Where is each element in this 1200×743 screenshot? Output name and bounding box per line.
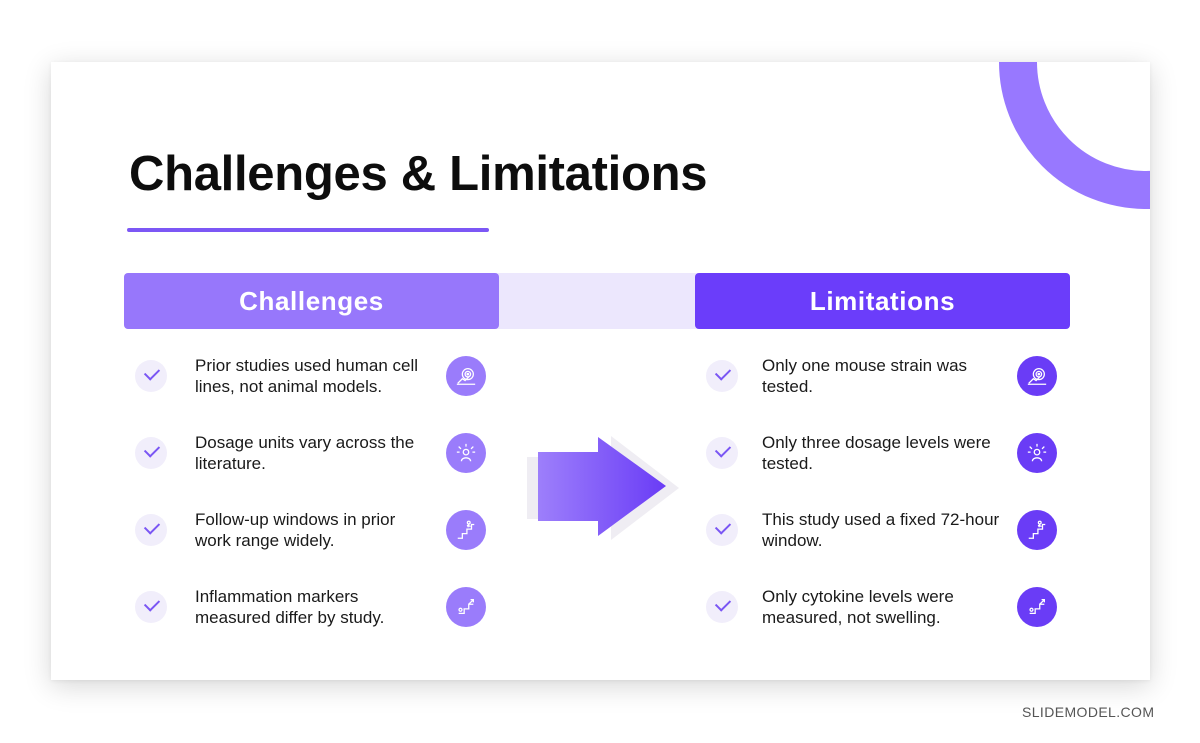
challenge-text: Prior studies used human cell lines, not… [195, 356, 419, 396]
slide: Challenges & Limitations Challenges Limi… [51, 62, 1150, 680]
check-icon [135, 591, 167, 623]
check-icon [706, 514, 738, 546]
decorative-ring [999, 62, 1150, 209]
challenge-text: Dosage units vary across the literature. [195, 433, 415, 473]
growth-steps-icon [1017, 587, 1057, 627]
check-icon [706, 591, 738, 623]
target-chart-icon [446, 356, 486, 396]
title-underline [127, 228, 489, 232]
challenges-header: Challenges [124, 273, 499, 329]
slide-title: Challenges & Limitations [129, 147, 708, 201]
person-ideas-icon [1017, 433, 1057, 473]
stairs-climb-icon [1017, 510, 1057, 550]
check-icon [706, 437, 738, 469]
check-icon [135, 514, 167, 546]
person-ideas-icon [446, 433, 486, 473]
stairs-climb-icon [446, 510, 486, 550]
header-connector [495, 273, 701, 329]
check-icon [706, 360, 738, 392]
limitations-header: Limitations [695, 273, 1070, 329]
limitation-text: This study used a fixed 72-hour window. [762, 510, 1000, 550]
limitation-text: Only three dosage levels were tested. [762, 433, 991, 473]
right-arrow-icon [527, 436, 679, 540]
challenge-text: Inflammation markers measured differ by … [195, 587, 385, 627]
limitation-text: Only one mouse strain was tested. [762, 356, 968, 396]
growth-steps-icon [446, 587, 486, 627]
limitation-text: Only cytokine levels were measured, not … [762, 587, 954, 627]
challenge-text: Follow-up windows in prior work range wi… [195, 510, 396, 550]
target-chart-icon [1017, 356, 1057, 396]
check-icon [135, 437, 167, 469]
check-icon [135, 360, 167, 392]
watermark: SLIDEMODEL.COM [1022, 704, 1155, 720]
